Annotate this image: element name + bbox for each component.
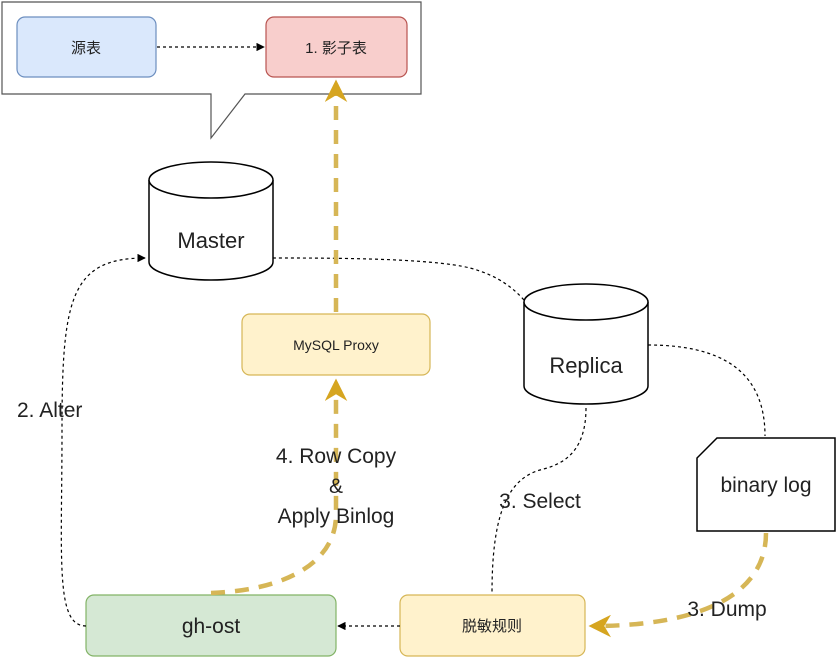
master-replica-edge: [272, 257, 525, 301]
select-edge: [491, 407, 587, 594]
replica-cylinder[interactable]: Replica: [523, 283, 649, 405]
alter-edge: [60, 253, 146, 627]
row-copy-label-line3: Apply Binlog: [278, 505, 395, 528]
source-table-box[interactable]: 源表: [16, 16, 157, 78]
shadow-table-label: 1. 影子表: [305, 40, 367, 57]
binary-log-label: binary log: [720, 474, 811, 497]
row-copy-label-line2: &: [329, 475, 343, 498]
row-copy-label-line1: 4. Row Copy: [276, 445, 397, 468]
gh-ost-box[interactable]: gh-ost: [85, 594, 337, 657]
row-copy-flow: [210, 378, 348, 596]
masking-rules-label: 脱敏规则: [462, 618, 522, 635]
mysql-proxy-box[interactable]: MySQL Proxy: [241, 313, 431, 376]
dump-label: 3. Dump: [687, 598, 766, 621]
masking-rules-box[interactable]: 脱敏规则: [399, 594, 586, 657]
alter-label: 2. Alter: [17, 399, 82, 422]
gh-ost-label: gh-ost: [182, 615, 241, 638]
binary-log-document[interactable]: binary log: [696, 437, 836, 532]
master-label: Master: [177, 228, 244, 253]
source-table-label: 源表: [71, 40, 101, 57]
master-cylinder[interactable]: Master: [148, 161, 274, 281]
replica-binlog-edge: [647, 344, 766, 437]
replica-label: Replica: [549, 353, 623, 378]
mysql-proxy-label: MySQL Proxy: [293, 337, 379, 353]
shadow-table-box[interactable]: 1. 影子表: [265, 16, 408, 78]
select-label: 3. Select: [499, 490, 581, 513]
